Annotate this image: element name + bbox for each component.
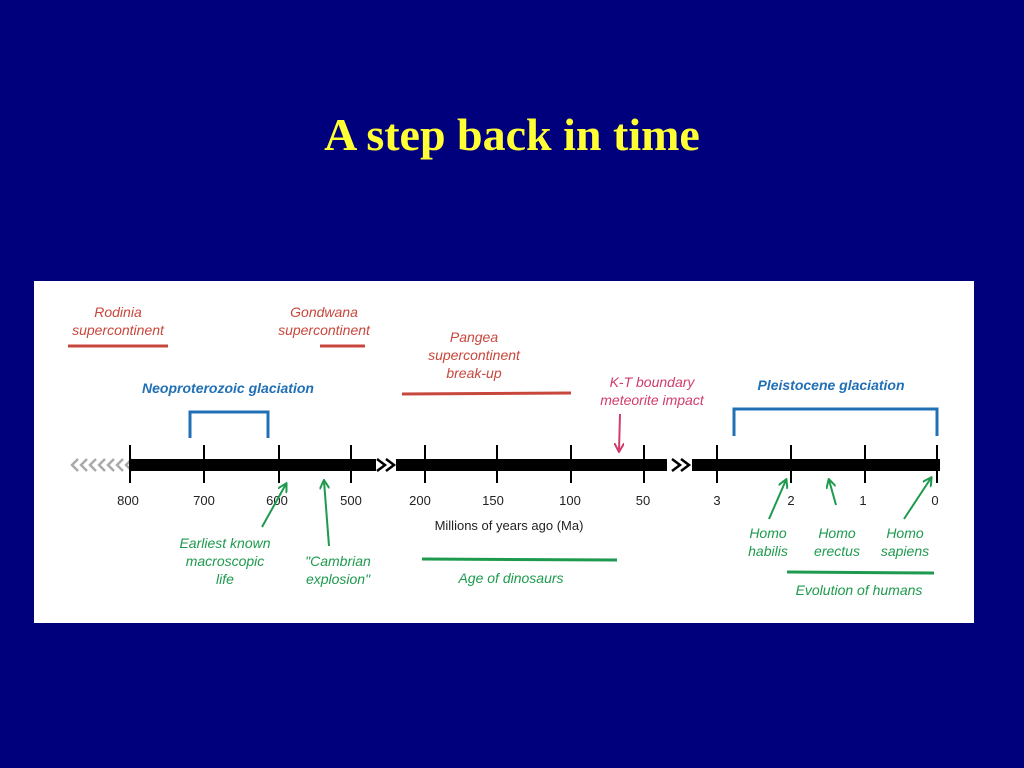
human-evolution-label: Evolution of humans (796, 582, 923, 598)
axis-ticks (129, 445, 938, 483)
dinosaurs-label: Age of dinosaurs (457, 570, 563, 586)
tick-label-200: 200 (409, 493, 431, 508)
homo-sapiens-arrow (903, 478, 931, 520)
homo-erectus-arrow (829, 480, 837, 506)
gondwana-annotation: Gondwana supercontinent (278, 304, 371, 348)
timeline-diagram: Rodinia supercontinent Gondwana supercon… (68, 304, 940, 598)
tick-label-50: 50 (636, 493, 650, 508)
axis-break-2 (671, 458, 692, 472)
pleistocene-glaciation-label: Pleistocene glaciation (757, 377, 904, 393)
axis-break-1 (376, 458, 397, 472)
earliest-life-arrow (261, 484, 286, 528)
pangea-range-bar (401, 391, 572, 396)
tick-label-0: 0 (931, 493, 938, 508)
age-of-dinosaurs: Age of dinosaurs (421, 557, 618, 586)
tick-label-100: 100 (559, 493, 581, 508)
homo-sapiens-label: Homo (886, 525, 924, 541)
cambrian-explosion-arrow (324, 481, 330, 547)
pangea-sublabel-2: break-up (446, 365, 501, 381)
evolution-of-humans: Evolution of humans (786, 570, 935, 598)
neoproterozoic-glaciation: Neoproterozoic glaciation (142, 380, 314, 438)
kt-impact-sublabel: meteorite impact (600, 392, 705, 408)
kt-impact-arrow (619, 413, 620, 451)
tick-label-700: 700 (193, 493, 215, 508)
rodinia-label: Rodinia (94, 304, 142, 320)
homo-habilis-label: Homo (749, 525, 787, 541)
human-evolution-range-bar (786, 570, 935, 575)
neoproterozoic-glaciation-bracket (188, 410, 270, 438)
tick-label-3: 3 (713, 493, 720, 508)
cambrian-explosion-sublabel: explosion" (306, 571, 371, 587)
pangea-label: Pangea (450, 329, 498, 345)
axis-segment-quaternary (692, 459, 940, 471)
cambrian-explosion-annotation: "Cambrian explosion" (305, 481, 371, 587)
rodinia-sublabel: supercontinent (72, 322, 165, 338)
earlier-time-chevrons (70, 458, 133, 472)
neoproterozoic-glaciation-label: Neoproterozoic glaciation (142, 380, 314, 396)
tick-label-150: 150 (482, 493, 504, 508)
homo-habilis-sublabel: habilis (748, 543, 788, 559)
slide-title: A step back in time (324, 109, 700, 160)
timeline-panel: Rodinia supercontinent Gondwana supercon… (34, 281, 974, 623)
homo-habilis-arrow (768, 480, 786, 520)
gondwana-label: Gondwana (290, 304, 358, 320)
gondwana-sublabel: supercontinent (278, 322, 371, 338)
tick-label-1: 1 (859, 493, 866, 508)
pleistocene-glaciation: Pleistocene glaciation (732, 377, 939, 436)
earliest-life-sublabel: macroscopic (186, 553, 265, 569)
earliest-life-label: Earliest known (179, 535, 270, 551)
homo-sapiens-sublabel: sapiens (881, 543, 929, 559)
time-axis: 800 700 600 500 200 150 100 50 3 2 1 0 M… (70, 445, 940, 533)
homo-sapiens-annotation: Homo sapiens (881, 478, 931, 559)
pangea-sublabel: supercontinent (428, 347, 521, 363)
cambrian-explosion-label: "Cambrian (305, 553, 371, 569)
tick-label-500: 500 (340, 493, 362, 508)
rodinia-annotation: Rodinia supercontinent (68, 304, 168, 348)
kt-impact-annotation: K-T boundary meteorite impact (600, 374, 705, 451)
earliest-life-annotation: Earliest known macroscopic life (179, 484, 286, 587)
tick-label-2: 2 (787, 493, 794, 508)
axis-title: Millions of years ago (Ma) (435, 518, 584, 533)
axis-segment-neoproterozoic (130, 459, 376, 471)
axis-tick-labels: 800 700 600 500 200 150 100 50 3 2 1 0 (117, 493, 938, 508)
earliest-life-sublabel-2: life (216, 571, 234, 587)
homo-erectus-annotation: Homo erectus (814, 480, 860, 559)
homo-erectus-label: Homo (818, 525, 856, 541)
tick-label-800: 800 (117, 493, 139, 508)
homo-habilis-annotation: Homo habilis (748, 480, 788, 559)
pleistocene-glaciation-bracket (732, 407, 939, 436)
dinosaurs-range-bar (421, 557, 618, 562)
pangea-annotation: Pangea supercontinent break-up (401, 329, 572, 396)
homo-erectus-sublabel: erectus (814, 543, 860, 559)
kt-impact-label: K-T boundary (610, 374, 696, 390)
axis-segment-mesozoic (396, 459, 667, 471)
